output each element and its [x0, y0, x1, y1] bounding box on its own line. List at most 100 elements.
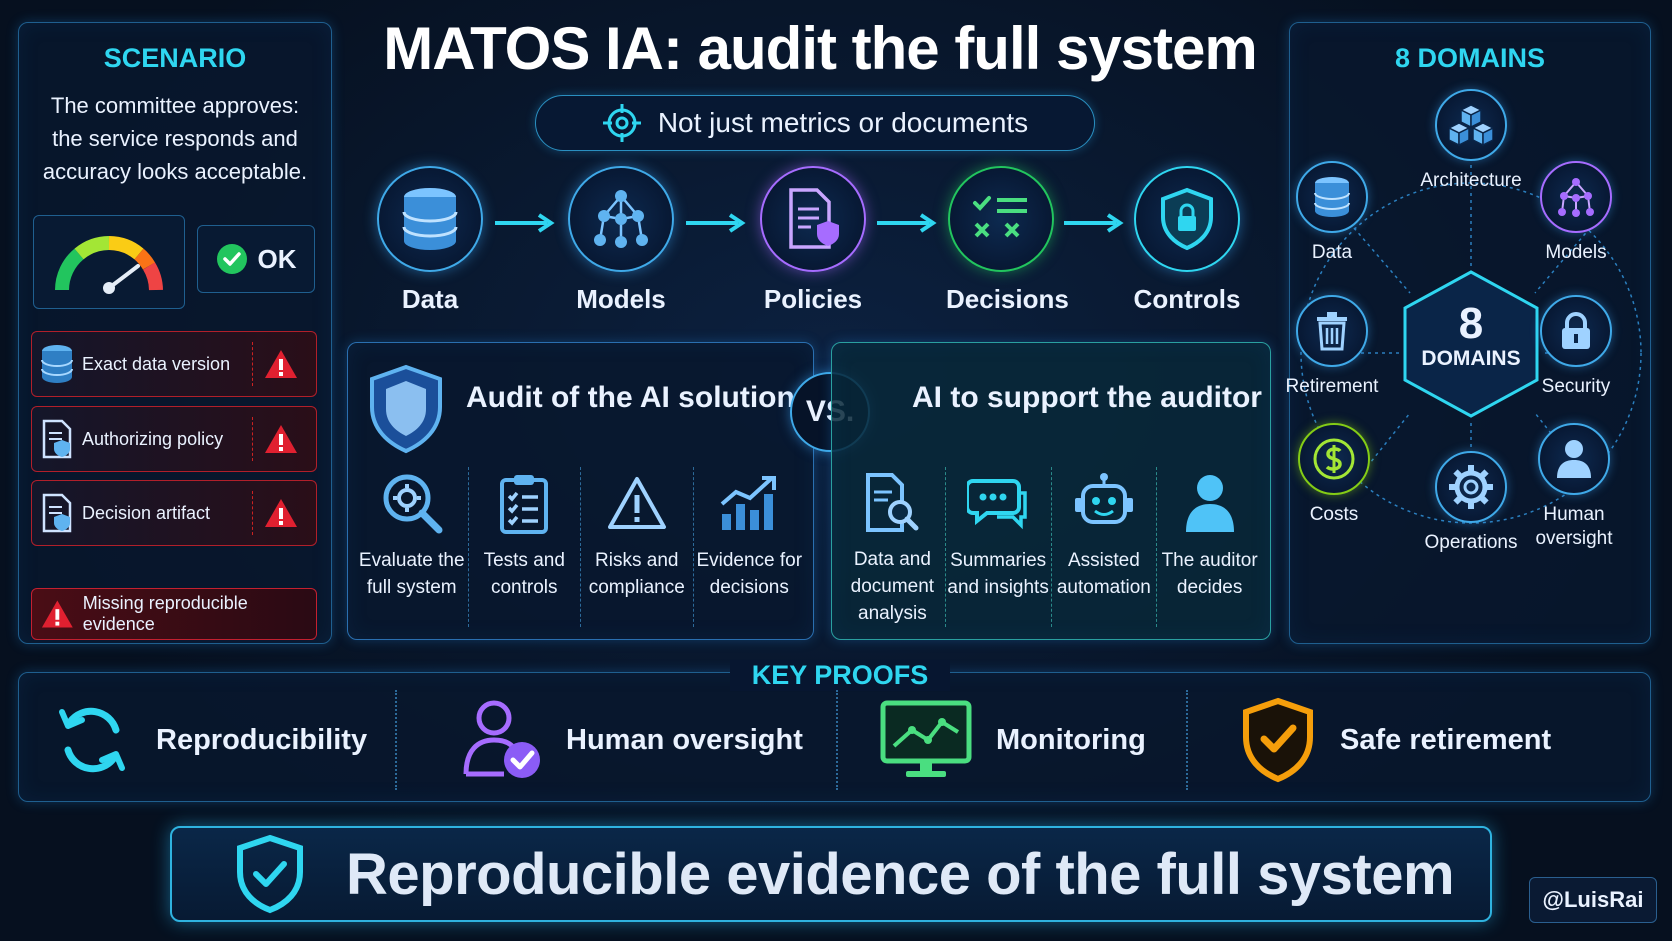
- support-item: Data and document analysis: [840, 467, 946, 627]
- proof-label: Monitoring: [996, 723, 1146, 756]
- arrow-right-icon: [1064, 213, 1124, 233]
- support-item-label: Data and document analysis: [850, 549, 935, 624]
- trash-icon: [1317, 312, 1347, 351]
- key-proofs-title: KEY PROOFS: [730, 660, 950, 691]
- domain-operations: Operations: [1411, 451, 1531, 555]
- audit-item: Risks and compliance: [581, 467, 694, 627]
- person-check-icon: [463, 700, 540, 778]
- proof-item: Monitoring: [880, 690, 1146, 790]
- network-icon: [1558, 178, 1594, 217]
- database-icon: [402, 188, 458, 250]
- arrow-right-icon: [877, 213, 937, 233]
- support-panel: AI to support the auditor Data and docum…: [831, 342, 1271, 640]
- cubes-icon: [1449, 104, 1493, 147]
- warning-icon: [264, 499, 297, 527]
- support-item-label: The auditor decides: [1161, 550, 1258, 598]
- domain-security: Security: [1516, 295, 1636, 399]
- audit-item: Tests and controls: [469, 467, 581, 627]
- scenario-title: SCENARIO: [103, 43, 247, 73]
- conclusion-banner: Reproducible evidence of the full system: [170, 826, 1492, 922]
- network-icon: [594, 190, 648, 248]
- database-icon: [1314, 177, 1350, 217]
- domain-label: Architecture: [1420, 170, 1522, 191]
- policy-doc-icon: [789, 188, 839, 249]
- domain-label: Costs: [1309, 504, 1359, 525]
- author-handle: @LuisRai: [1529, 877, 1657, 923]
- banner-text: Reproducible evidence of the full system: [346, 841, 1455, 907]
- audit-title: Audit of the AI solution: [466, 381, 795, 414]
- flow-node-controls: Controls: [1132, 166, 1242, 315]
- flow-node-decisions: Decisions: [946, 166, 1069, 315]
- domains-hexagon: [1403, 270, 1539, 418]
- audit-item: Evaluate the full system: [356, 467, 469, 627]
- support-item: The auditor decides: [1157, 467, 1262, 627]
- missing-evidence-label: Missing reproducible evidence: [82, 593, 248, 634]
- risk-label: Decision artifact: [82, 502, 211, 523]
- checklist-icon: [500, 475, 549, 534]
- domain-architecture: Architecture: [1411, 89, 1531, 193]
- warning-icon: [264, 350, 297, 378]
- divider: [1186, 690, 1188, 790]
- flow-label: Decisions: [946, 284, 1069, 314]
- domain-label: Data: [1311, 242, 1353, 263]
- arrow-right-icon: [495, 213, 555, 233]
- warning-icon: [607, 477, 666, 529]
- proof-item: Safe retirement: [1240, 690, 1551, 790]
- support-item: Assisted automation: [1052, 467, 1158, 627]
- audit-panel: Audit of the AI solution Evaluate the fu…: [347, 342, 814, 640]
- arrow-right-icon: [686, 213, 746, 233]
- risk-row: Decision artifact: [31, 480, 317, 546]
- flow-node-policies: Policies: [758, 166, 868, 315]
- person-icon: [1557, 440, 1591, 478]
- accuracy-gauge: [33, 215, 185, 309]
- audit-item-label: Evaluate the full system: [358, 550, 465, 598]
- page-title: MATOS IA: audit the full system: [383, 15, 1258, 82]
- proof-item: Human oversight: [462, 690, 803, 790]
- domain-retirement: Retirement: [1272, 295, 1392, 399]
- missing-evidence-alert: Missing reproducible evidence: [31, 588, 317, 640]
- divider: [395, 690, 397, 790]
- flow-label: Data: [401, 284, 459, 314]
- lock-icon: [1562, 312, 1590, 349]
- risk-label: Exact data version: [82, 353, 231, 374]
- domain-human-oversight: Human oversight: [1514, 423, 1634, 551]
- magnifier-gear-icon: [383, 474, 443, 534]
- risk-row: Exact data version: [31, 331, 317, 397]
- shield-lock-icon: [1161, 187, 1213, 251]
- key-proofs-panel: [18, 672, 1651, 802]
- policy-doc-icon: [42, 419, 72, 459]
- status-ok-badge: OK: [197, 225, 315, 293]
- support-item-label: Assisted automation: [1056, 550, 1151, 598]
- doc-search-icon: [866, 472, 919, 532]
- domains-title: 8 DOMAINS: [1394, 43, 1546, 73]
- domain-label: Operations: [1424, 532, 1518, 553]
- monitor-chart-icon: [880, 700, 972, 777]
- proof-label: Reproducibility: [156, 723, 368, 756]
- check-circle-icon: [216, 244, 247, 274]
- policy-doc-icon: [42, 493, 72, 533]
- database-icon: [41, 345, 73, 383]
- shield-check-icon: [1243, 697, 1313, 783]
- proof-label: Human oversight: [566, 723, 803, 756]
- flow-node-data: Data: [375, 166, 485, 315]
- chat-icon: [967, 479, 1027, 530]
- support-item-label: Summaries and insights: [947, 550, 1049, 598]
- subtitle-text: Not just metrics or documents: [657, 107, 1029, 138]
- shield-check-icon: [237, 834, 303, 914]
- gauge-icon: [55, 236, 163, 294]
- proof-item: Reproducibility: [52, 690, 367, 790]
- bar-chart-icon: [720, 476, 777, 530]
- flow-label: Controls: [1133, 284, 1241, 314]
- flow-label: Models: [576, 284, 666, 314]
- domain-label: Models: [1545, 242, 1607, 263]
- audit-item: Evidence for decisions: [694, 467, 806, 627]
- status-label: OK: [257, 243, 297, 274]
- dollar-icon: [1313, 438, 1355, 480]
- support-item: Summaries and insights: [946, 467, 1052, 627]
- audit-item-label: Evidence for decisions: [696, 550, 803, 598]
- scenario-description: The committee approves: the service resp…: [42, 93, 308, 184]
- domain-label: Security: [1541, 376, 1611, 397]
- flow-label: Policies: [763, 284, 863, 314]
- domain-label: Human oversight: [1535, 504, 1613, 549]
- shield-icon: [370, 364, 442, 454]
